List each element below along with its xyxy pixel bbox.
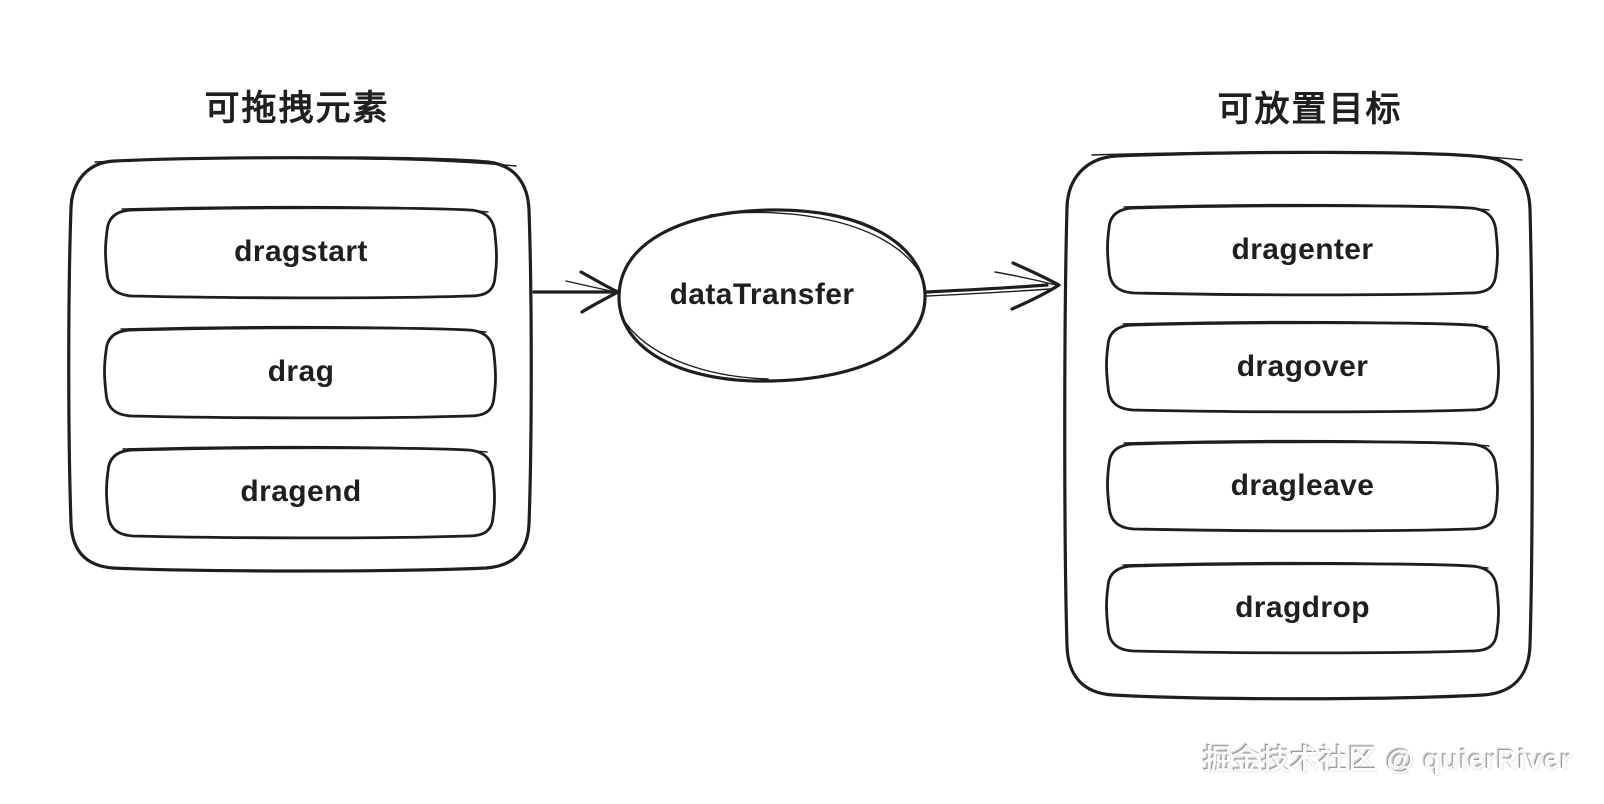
right-group-title: 可放置目标 [1217, 89, 1403, 129]
event-box-dragstart: dragstart [234, 235, 368, 268]
event-box-dragdrop: dragdrop [1235, 590, 1370, 624]
event-box-dragover: dragover [1236, 349, 1369, 383]
arrow-right [925, 261, 1061, 311]
right-event-box-outlines [1105, 203, 1500, 655]
left-group-title: 可拖拽元素 [204, 88, 390, 128]
left-container-outline [67, 156, 533, 573]
event-box-dragenter: dragenter [1231, 232, 1374, 266]
data-transfer-node-label: dataTransfer [669, 278, 855, 311]
event-box-drag: drag [267, 355, 335, 388]
event-box-dragend: dragend [240, 475, 362, 508]
arrow-left [532, 270, 620, 314]
event-box-dragleave: dragleave [1230, 468, 1375, 502]
left-event-box-outlines [103, 205, 498, 540]
right-container-outline [1063, 150, 1534, 701]
watermark: 掘金技术社区 @ quierRiver [1203, 744, 1572, 775]
data-transfer-ellipse-outline [617, 208, 927, 383]
